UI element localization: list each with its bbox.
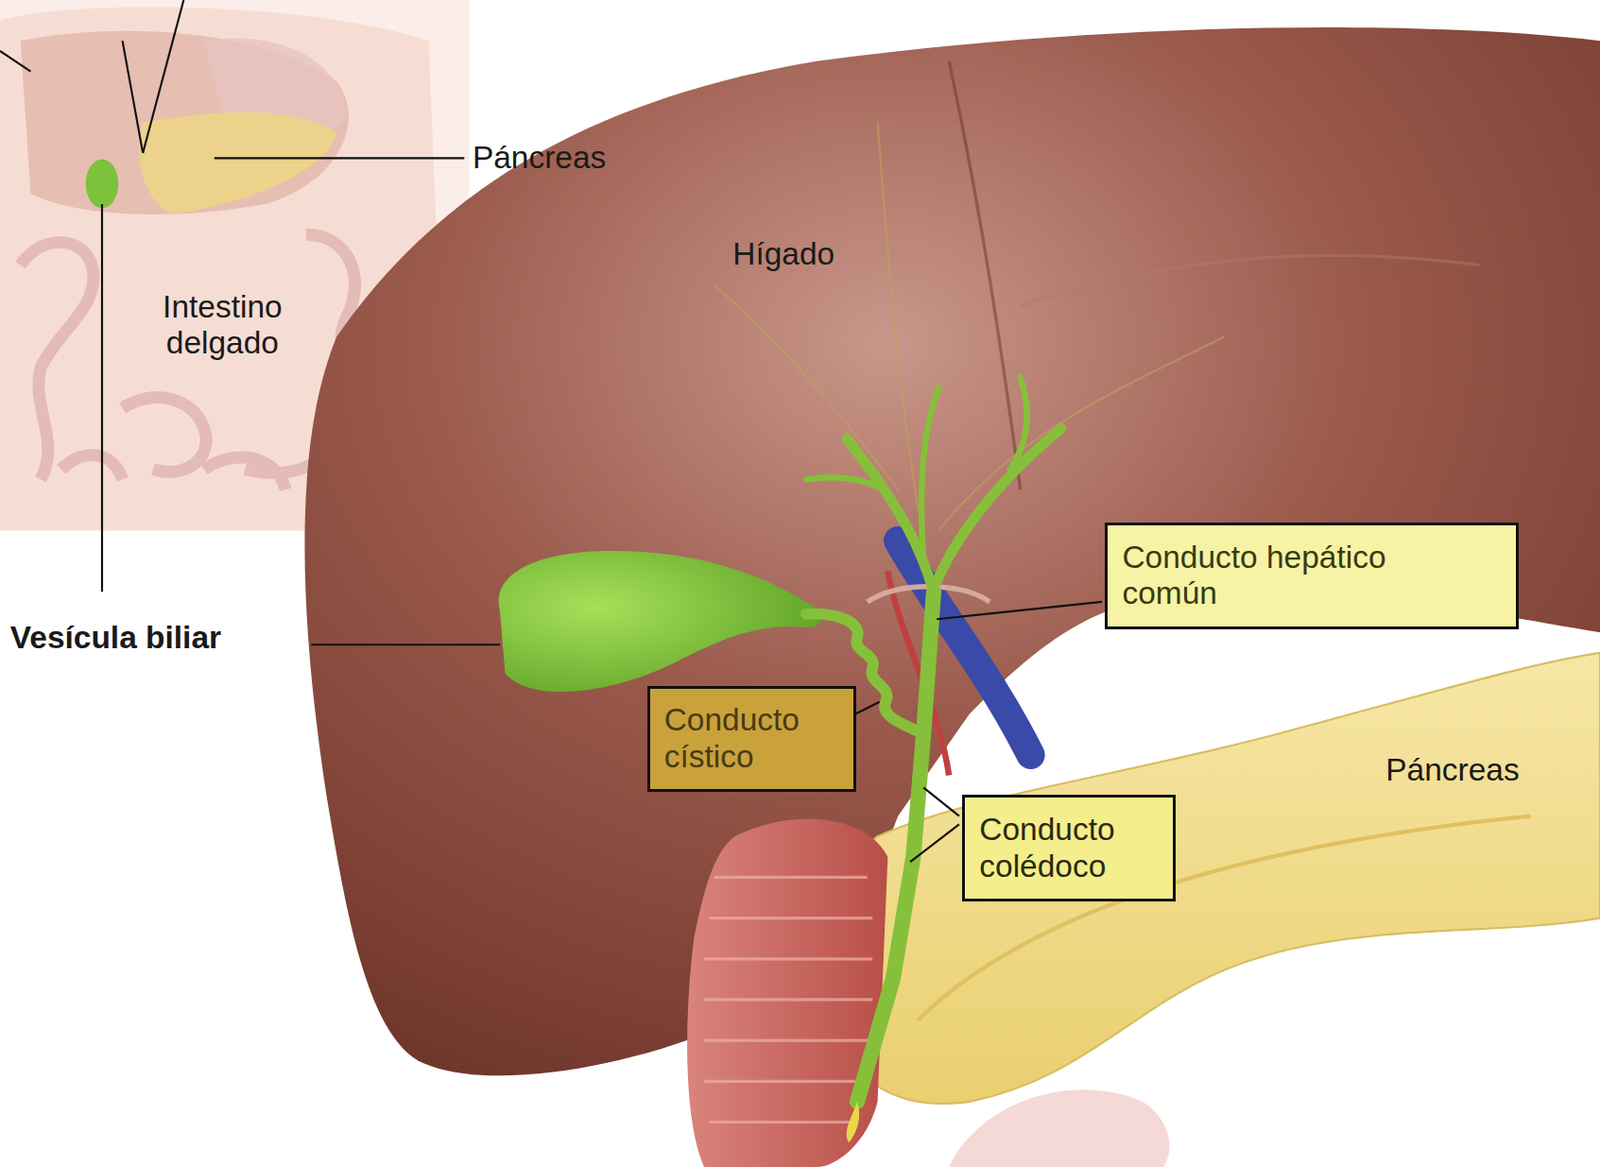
label-box: Conducto cístico xyxy=(647,686,858,792)
anatomy-label: Hígado xyxy=(732,236,835,273)
anatomy-label: Intestino delgado xyxy=(130,289,314,362)
box-text: Conducto hepático común xyxy=(1121,539,1469,613)
anatomy-label: Páncreas xyxy=(1385,752,1519,789)
box-text: Conducto colédoco xyxy=(979,811,1159,885)
anatomy-label: Vesícula biliar xyxy=(10,619,222,656)
label-box: Conducto hepático común xyxy=(1104,522,1518,630)
box-text: Conducto cístico xyxy=(664,702,841,775)
label-box: Conducto colédoco xyxy=(962,794,1176,902)
anatomy-label: Páncreas xyxy=(472,139,606,176)
